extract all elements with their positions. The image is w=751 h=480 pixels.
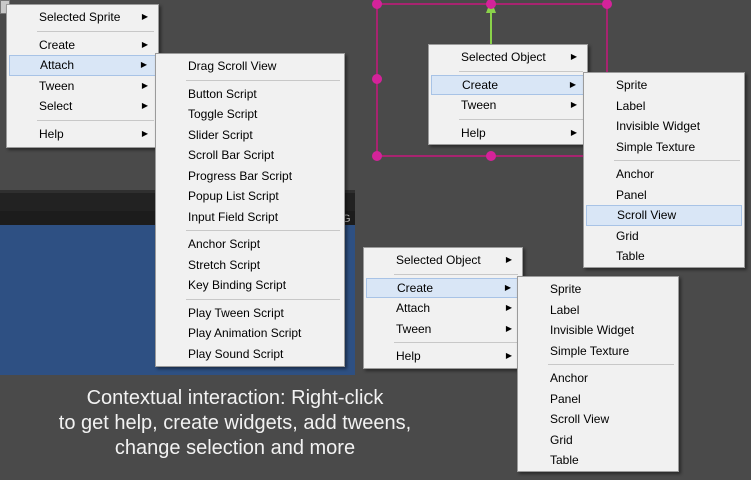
- menu-item-popup-list-script[interactable]: Popup List Script: [188, 189, 279, 203]
- menu-item-tween[interactable]: Tween▶: [431, 95, 585, 116]
- menu-separator: [459, 118, 583, 120]
- resize-handle[interactable]: [372, 0, 382, 9]
- menu-item-key-binding-script[interactable]: Key Binding Script: [188, 278, 287, 292]
- menu-separator: [186, 79, 340, 81]
- menu-item-table[interactable]: Table: [550, 453, 579, 467]
- resize-handle[interactable]: [486, 0, 496, 9]
- menu-separator: [37, 30, 154, 32]
- menu-item-grid[interactable]: Grid: [616, 228, 639, 243]
- resize-handle[interactable]: [602, 0, 612, 9]
- submenu-arrow-icon: ▶: [141, 128, 148, 138]
- submenu-arrow-icon: ▶: [505, 351, 512, 360]
- menu-item-panel[interactable]: Panel: [616, 187, 647, 202]
- submenu-arrow-icon: ▶: [141, 12, 148, 21]
- menu-item-button-script[interactable]: Button Script: [188, 86, 257, 101]
- menu-item-tween[interactable]: Tween▶: [9, 76, 156, 97]
- menu-item-anchor-script[interactable]: Anchor Script: [188, 237, 261, 251]
- menu-item-create[interactable]: Create▶: [9, 35, 156, 56]
- menu-item-label[interactable]: Label: [616, 98, 646, 113]
- submenu-arrow-icon: ▶: [141, 101, 148, 110]
- menu-separator: [548, 364, 674, 365]
- menu-item-tween[interactable]: Tween▶: [366, 319, 520, 340]
- menu-item-selected-object[interactable]: Selected Object▶: [431, 47, 585, 68]
- menu-item-invisible-widget[interactable]: Invisible Widget: [616, 119, 701, 133]
- menu-item-stretch-script[interactable]: Stretch Script: [188, 257, 261, 272]
- menu-item-drag-scroll-view[interactable]: Drag Scroll View: [188, 59, 277, 73]
- menu-item-sprite[interactable]: Sprite: [616, 78, 648, 92]
- caption-line: change selection and more: [114, 437, 356, 459]
- menu-item-simple-texture[interactable]: Simple Texture: [550, 343, 630, 358]
- submenu-arrow-icon: ▶: [505, 303, 512, 312]
- submenu-arrow-icon: ▶: [569, 79, 576, 89]
- resize-handle[interactable]: [486, 151, 496, 161]
- submenu-arrow-icon: ▶: [141, 39, 148, 49]
- menu-item-slider-script[interactable]: Slider Script: [188, 127, 253, 142]
- caption-line: to get help, create widgets, add tweens,: [58, 412, 412, 434]
- submenu-arrow-icon: ▶: [141, 80, 148, 90]
- submenu-arrow-icon: ▶: [504, 282, 511, 292]
- menu-separator: [459, 70, 583, 72]
- menu-item-simple-texture[interactable]: Simple Texture: [616, 139, 696, 154]
- resize-handle[interactable]: [372, 151, 382, 161]
- menu-item-scroll-bar-script[interactable]: Scroll Bar Script: [188, 148, 275, 162]
- menu-item-toggle-script[interactable]: Toggle Script: [188, 107, 258, 121]
- menu-item-table[interactable]: Table: [616, 249, 645, 263]
- submenu-arrow-icon: ▶: [570, 127, 577, 137]
- menu-item-selected-sprite[interactable]: Selected Sprite▶: [9, 7, 156, 28]
- menu-item-help[interactable]: Help▶: [9, 124, 156, 145]
- menu-separator: [394, 342, 518, 343]
- menu-separator: [37, 119, 154, 121]
- menu-separator: [394, 273, 518, 275]
- submenu-arrow-icon: ▶: [140, 60, 147, 69]
- menu-item-play-animation-script[interactable]: Play Animation Script: [188, 326, 302, 340]
- menu-item-create[interactable]: Create▶: [366, 277, 520, 298]
- menu-item-attach[interactable]: Attach▶: [366, 298, 520, 319]
- menu-item-scroll-view[interactable]: Scroll View: [550, 412, 610, 426]
- attach-submenu: Drag Scroll View Button Script Toggle Sc…: [155, 53, 345, 367]
- menu-separator: [614, 160, 740, 161]
- menu-item-play-sound-script[interactable]: Play Sound Script: [188, 346, 284, 361]
- create-submenu-bottom: Sprite Label Invisible Widget Simple Tex…: [517, 276, 679, 472]
- menu-item-anchor[interactable]: Anchor: [616, 167, 655, 181]
- menu-item-scroll-view[interactable]: Scroll View: [586, 205, 742, 226]
- context-menu-sprite: Selected Sprite▶ Create▶ Attach▶ Tween▶ …: [6, 4, 159, 148]
- menu-item-create[interactable]: Create▶: [431, 74, 585, 95]
- caption-text: Contextual interaction: Right-click to g…: [0, 386, 470, 461]
- menu-item-input-field-script[interactable]: Input Field Script: [188, 209, 279, 224]
- menu-item-select[interactable]: Select▶: [9, 96, 156, 117]
- submenu-arrow-icon: ▶: [505, 323, 512, 333]
- menu-item-panel[interactable]: Panel: [550, 391, 581, 406]
- context-menu-object-bottom: Selected Object▶ Create▶ Attach▶ Tween▶ …: [363, 247, 523, 369]
- context-menu-object-top: Selected Object▶ Create▶ Tween▶ Help▶: [428, 44, 588, 145]
- menu-item-sprite[interactable]: Sprite: [550, 282, 582, 296]
- menu-item-label[interactable]: Label: [550, 302, 580, 317]
- submenu-arrow-icon: ▶: [505, 255, 512, 264]
- submenu-arrow-icon: ▶: [570, 52, 577, 61]
- menu-item-attach[interactable]: Attach▶: [9, 55, 156, 76]
- menu-separator: [186, 298, 340, 300]
- menu-item-anchor[interactable]: Anchor: [550, 371, 589, 385]
- menu-item-help[interactable]: Help▶: [366, 346, 520, 367]
- caption-line: Contextual interaction: Right-click: [86, 387, 384, 409]
- menu-item-selected-object[interactable]: Selected Object▶: [366, 250, 520, 271]
- resize-handle[interactable]: [372, 74, 382, 84]
- menu-item-grid[interactable]: Grid: [550, 432, 573, 447]
- menu-separator: [186, 230, 340, 231]
- cut-off-label: G: [342, 213, 351, 225]
- submenu-arrow-icon: ▶: [570, 100, 577, 109]
- menu-item-help[interactable]: Help▶: [431, 123, 585, 144]
- menu-item-invisible-widget[interactable]: Invisible Widget: [550, 323, 635, 337]
- menu-item-progress-bar-script[interactable]: Progress Bar Script: [188, 168, 293, 183]
- create-submenu-top: Sprite Label Invisible Widget Simple Tex…: [583, 72, 745, 268]
- menu-item-play-tween-script[interactable]: Play Tween Script: [188, 305, 284, 320]
